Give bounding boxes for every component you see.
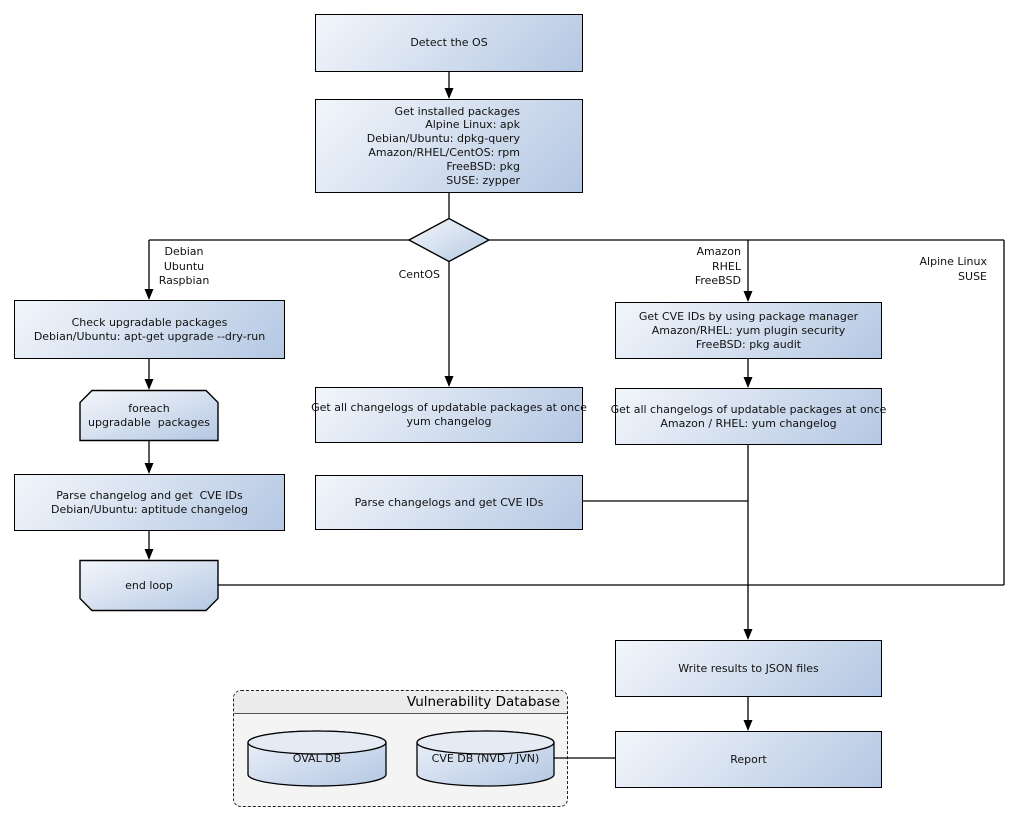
arrowhead bbox=[144, 463, 154, 474]
node-get-changelogs-centos: Get all changelogs of updatable packages… bbox=[311, 387, 587, 443]
node-get-changelogs-amazon: Get all changelogs of updatable packages… bbox=[611, 388, 886, 445]
branch-label-alpine: Alpine Linux SUSE bbox=[919, 255, 988, 283]
node-detect-os: Detect the OS bbox=[315, 14, 583, 72]
arrowheads bbox=[144, 88, 753, 731]
cve-db-cylinder bbox=[416, 730, 555, 787]
branch-label-amazon: Amazon RHEL FreeBSD bbox=[694, 245, 741, 287]
arrowhead bbox=[743, 377, 753, 388]
vulnerability-database-title: Vulnerability Database bbox=[234, 691, 567, 714]
arrowhead bbox=[444, 376, 454, 387]
node-end-loop: end loop bbox=[125, 578, 173, 592]
edges bbox=[148, 72, 1005, 759]
os-decision-diamond bbox=[407, 217, 491, 263]
cve-db-label: CVE DB (NVD / JVN) bbox=[431, 752, 540, 765]
branch-label-debian: Debian Ubuntu Raspbian bbox=[158, 245, 210, 287]
end-loop-shape bbox=[79, 559, 219, 612]
foreach-loop-shape bbox=[79, 389, 219, 442]
node-report: Report bbox=[615, 731, 882, 788]
arrowhead bbox=[144, 379, 154, 390]
node-parse-changelogs-centos: Parse changelogs and get CVE IDs bbox=[315, 475, 583, 530]
oval-db-label: OVAL DB bbox=[292, 752, 342, 765]
arrowhead bbox=[743, 291, 753, 302]
oval-db-cylinder bbox=[247, 730, 387, 787]
cylinder-top bbox=[247, 730, 387, 755]
arrowhead bbox=[144, 549, 154, 560]
arrowhead bbox=[743, 720, 753, 731]
branch-label-centos: CentOS bbox=[398, 268, 440, 281]
arrowhead bbox=[144, 289, 154, 300]
arrowhead bbox=[444, 88, 454, 99]
cylinder-top bbox=[416, 730, 555, 755]
node-get-installed-packages: Get installed packages Alpine Linux: apk… bbox=[315, 99, 583, 193]
node-write-results-json: Write results to JSON files bbox=[615, 640, 882, 697]
node-foreach-loop: foreach upgradable packages bbox=[88, 402, 210, 429]
node-check-upgradable-packages: Check upgradable packages Debian/Ubuntu:… bbox=[14, 300, 285, 359]
node-parse-changelog-debian: Parse changelog and get CVE IDs Debian/U… bbox=[14, 474, 285, 531]
node-get-cve-ids-package-manager: Get CVE IDs by using package manager Ama… bbox=[615, 302, 882, 359]
arrowhead bbox=[743, 629, 753, 640]
